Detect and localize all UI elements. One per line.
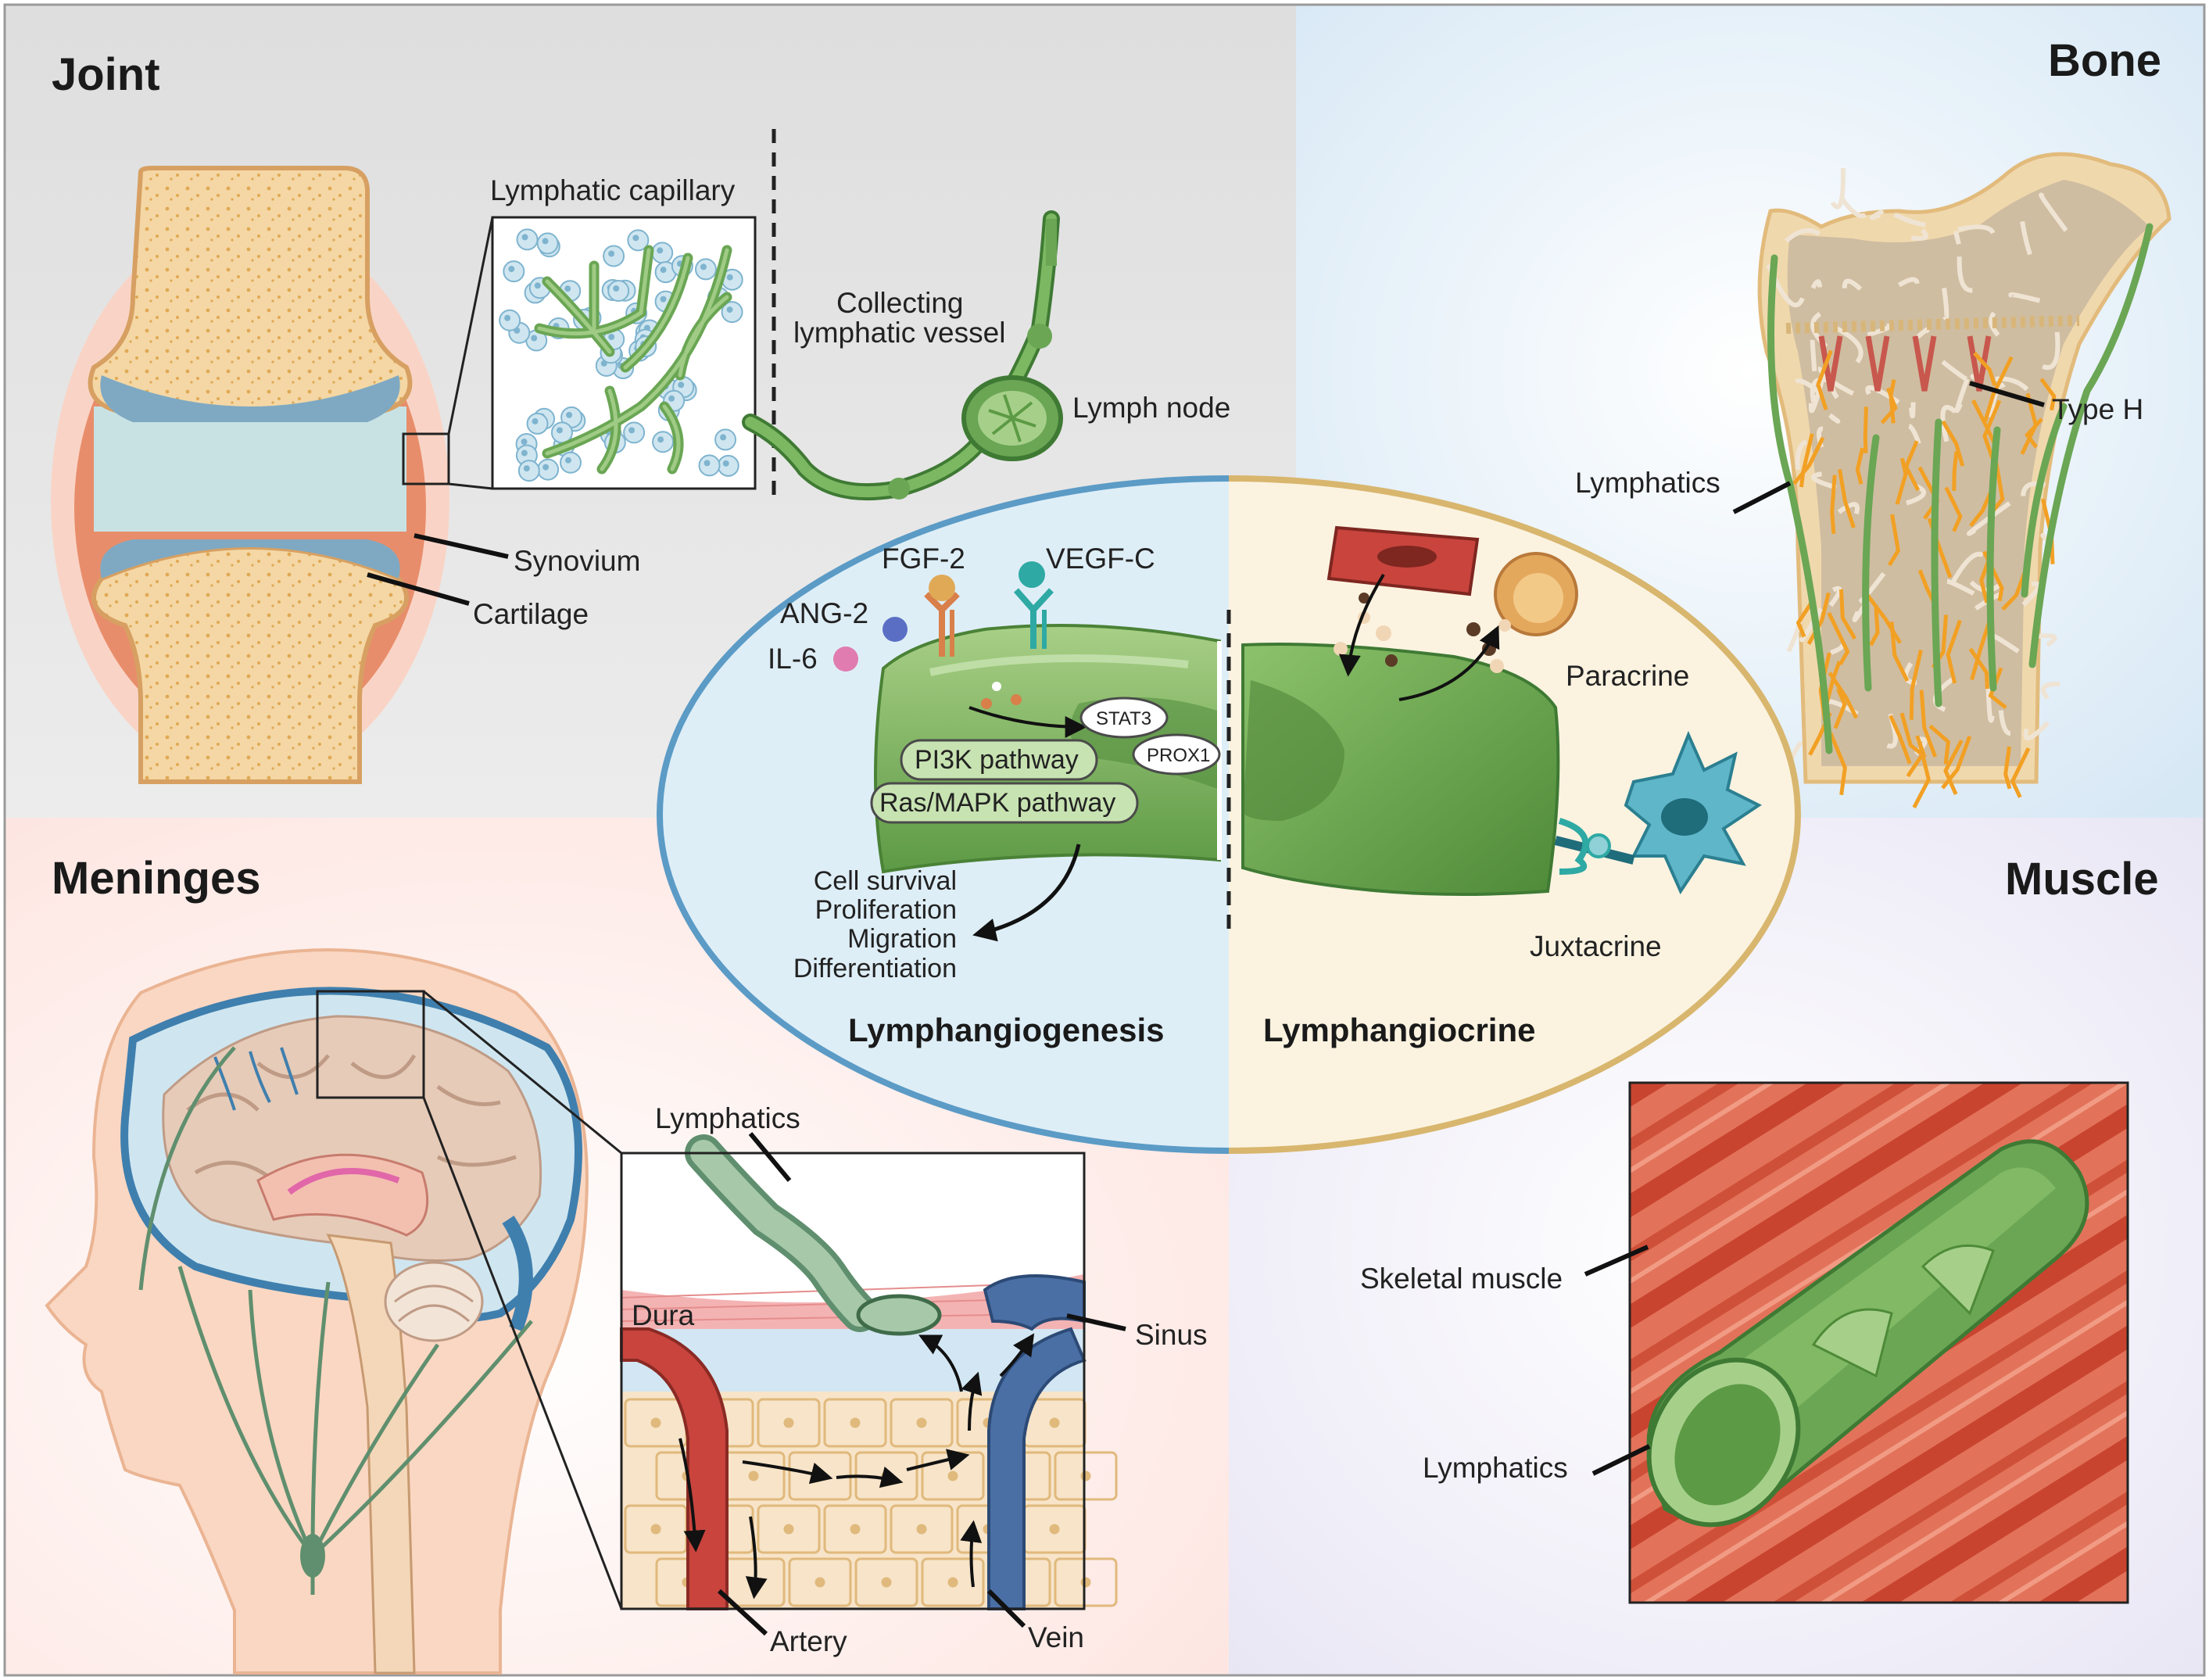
label-meninges-lymphatics: Lymphatics	[655, 1102, 800, 1134]
factor-fgf2: FGF-2	[882, 543, 965, 575]
label-muscle-lymphatics: Lymphatics	[1423, 1452, 1568, 1484]
node-stat3: STAT3	[1096, 708, 1151, 729]
label-artery: Artery	[770, 1625, 847, 1657]
vegfc-receptor	[1013, 561, 1054, 649]
pointer-vein	[986, 1589, 1026, 1628]
pointer-sinus	[1066, 1313, 1126, 1331]
mode-juxtacrine: Juxtacrine	[1530, 930, 1662, 962]
outcome-migration: Migration	[847, 924, 957, 954]
joint-illustration	[51, 166, 494, 784]
figure-frame	[3, 3, 2206, 1677]
pi3k-pill	[900, 739, 1098, 781]
node-prox1: PROX1	[1147, 745, 1210, 766]
pointer-artery	[717, 1589, 768, 1636]
pathway-rasmapk: Ras/MAPK pathway	[879, 788, 1115, 818]
pathway-pi3k: PI3K pathway	[915, 745, 1079, 775]
meninges-title: Meninges	[52, 853, 261, 904]
label-collecting-2: lymphatic vessel	[793, 317, 1005, 349]
pointer-meninges-lymphatics	[748, 1132, 792, 1182]
label-cartilage: Cartilage	[473, 598, 589, 630]
factor-vegfc: VEGF-C	[1046, 543, 1155, 575]
factor-ang2: ANG-2	[780, 597, 868, 629]
pointer-synovium	[414, 533, 509, 559]
pointer-cartilage	[367, 572, 470, 606]
ang2-molecule	[883, 617, 908, 642]
lower-bone	[91, 545, 409, 784]
pointer-muscle-lymphatics	[1591, 1444, 1651, 1476]
lymphangiocrine-title: Lymphangiocrine	[1263, 1012, 1536, 1048]
label-collecting-1: Collecting	[836, 287, 963, 319]
mode-paracrine: Paracrine	[1566, 660, 1689, 692]
lymphatic-capillary-inset	[491, 216, 757, 490]
outcome-proliferation: Proliferation	[815, 895, 957, 925]
lymph-node-icon	[961, 375, 1063, 461]
bone-title: Bone	[2048, 35, 2161, 86]
muscle-title: Muscle	[2005, 854, 2159, 904]
collecting-lymphatic-vessel	[742, 210, 1060, 501]
fgf2-receptor	[924, 575, 960, 657]
rasmapk-pill	[870, 782, 1139, 824]
label-vein: Vein	[1028, 1621, 1084, 1653]
label-dura: Dura	[632, 1299, 695, 1331]
pointer-bone-lymphatics	[1732, 481, 1792, 514]
stat3-node	[1079, 697, 1169, 739]
outcome-survival: Cell survival	[814, 866, 957, 896]
lower-cartilage	[100, 539, 400, 579]
label-sinus: Sinus	[1135, 1319, 1208, 1351]
femur-illustration	[1757, 152, 2171, 809]
upper-bone	[88, 166, 413, 417]
pointer-skeletal-muscle	[1584, 1245, 1649, 1277]
synovial-fluid	[94, 407, 406, 532]
outcome-differentiation: Differentiation	[793, 954, 957, 983]
prox1-node	[1132, 733, 1221, 776]
label-lymphatic-capillary: Lymphatic capillary	[490, 174, 736, 206]
label-type-h: Type H	[2052, 393, 2143, 425]
factor-il6: IL-6	[768, 643, 818, 675]
head-illustration	[45, 948, 623, 1675]
meninges-inset	[620, 1134, 1118, 1610]
meninges-zoom-box	[316, 990, 425, 1099]
label-lymph-node: Lymph node	[1072, 392, 1230, 424]
zoom-box	[402, 432, 450, 485]
pointer-type-h	[1969, 381, 2045, 407]
label-bone-lymphatics: Lymphatics	[1575, 467, 1720, 499]
label-skeletal-muscle: Skeletal muscle	[1360, 1263, 1563, 1295]
joint-title: Joint	[52, 49, 160, 100]
il6-molecule	[833, 647, 858, 672]
muscle-inset	[1628, 1081, 2129, 1604]
lymphangiogenesis-title: Lymphangiogenesis	[848, 1012, 1165, 1048]
label-synovium: Synovium	[514, 545, 640, 577]
upper-cartilage	[100, 375, 400, 422]
